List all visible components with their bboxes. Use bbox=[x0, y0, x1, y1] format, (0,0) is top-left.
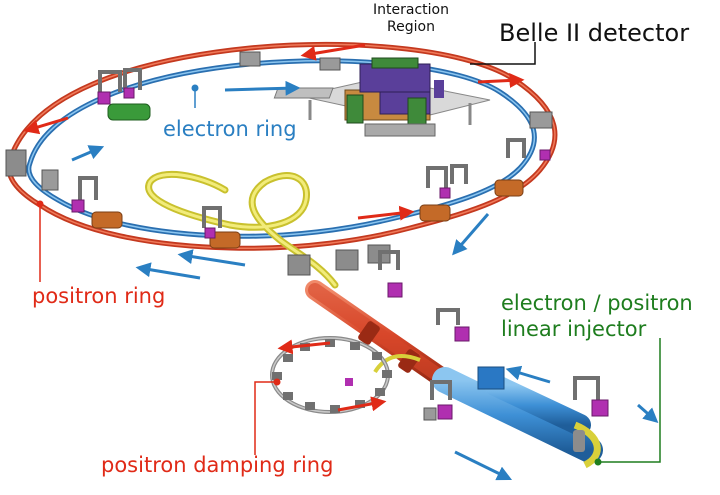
linear-injector-line1: electron / positron bbox=[501, 291, 693, 315]
belle-detector-label: Belle II detector bbox=[499, 19, 690, 47]
electron-arrow bbox=[637, 403, 659, 423]
positron-ring-pipe bbox=[6, 42, 558, 251]
electron-arrow bbox=[452, 213, 490, 256]
belle-detector-assembly bbox=[273, 57, 491, 137]
positron-arrow bbox=[277, 339, 331, 355]
positron-arrow bbox=[477, 73, 525, 88]
positron-arrow bbox=[23, 116, 69, 135]
electron-arrow bbox=[505, 365, 551, 384]
electron-linac bbox=[432, 366, 603, 469]
damping-ring bbox=[270, 336, 392, 414]
positron-ring-label: positron ring bbox=[32, 284, 166, 308]
positron-arrow bbox=[357, 205, 415, 221]
support-stands bbox=[78, 68, 600, 400]
positron-linac bbox=[305, 280, 455, 390]
interaction-region-line1: Interaction bbox=[373, 2, 449, 18]
beam-direction-arrows bbox=[23, 43, 659, 481]
damping-ring-label: positron damping ring bbox=[101, 453, 334, 477]
purple-blocks bbox=[71, 87, 609, 421]
positron-arrow bbox=[300, 43, 366, 61]
electron-arrow bbox=[177, 249, 246, 267]
interaction-region-line2: Region bbox=[387, 19, 435, 35]
electron-arrow bbox=[135, 262, 201, 280]
damping-ring-transfer-line bbox=[373, 354, 421, 374]
positron-arrow bbox=[337, 396, 387, 412]
ring-components bbox=[5, 51, 553, 276]
leader-lines bbox=[36, 42, 661, 466]
electron-ring-label: electron ring bbox=[163, 117, 297, 141]
interaction-region-label: Interaction Region bbox=[355, 2, 467, 36]
electron-arrow bbox=[71, 145, 105, 162]
electron-arrow bbox=[454, 450, 513, 481]
electron-arrow bbox=[224, 80, 301, 96]
linear-injector-label: electron / positron linear injector bbox=[501, 290, 693, 342]
linear-injector-line2: linear injector bbox=[501, 317, 647, 341]
